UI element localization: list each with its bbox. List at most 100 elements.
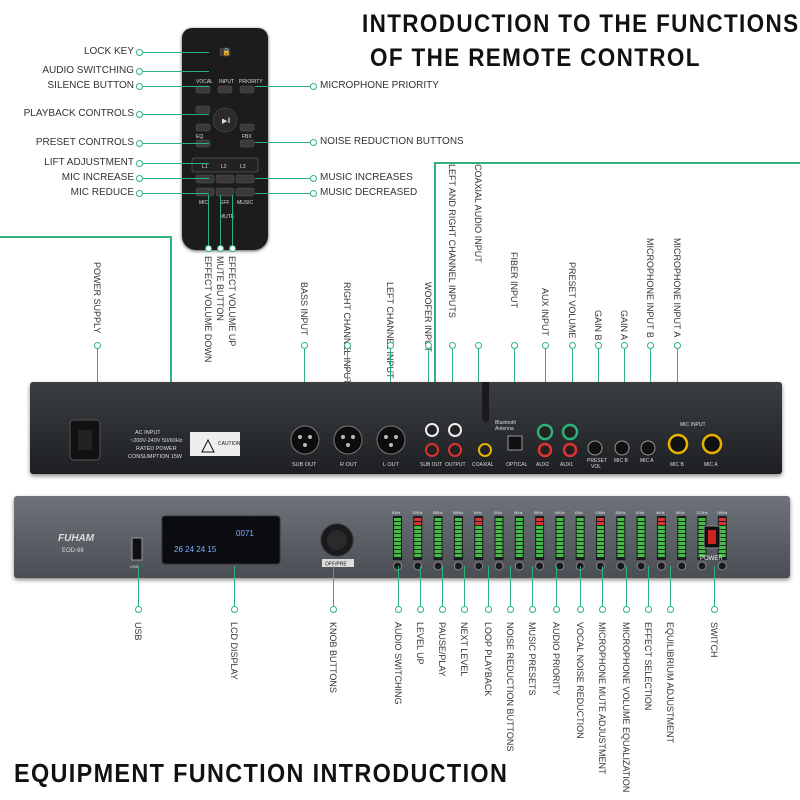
meter-segment	[434, 538, 442, 541]
meter-segment	[657, 530, 665, 533]
equipment-title: EQUIPMENT FUNCTION INTRODUCTION	[14, 758, 509, 788]
meter-segment	[637, 518, 645, 521]
meter-segment	[495, 530, 503, 533]
meter-button[interactable]	[535, 561, 545, 571]
rear-label: MICROPHONE INPUT A	[672, 238, 682, 338]
meter-segment	[698, 550, 706, 553]
meter-segment	[536, 546, 544, 549]
rear-panel-graphics: AC INPUT ~200V-240V 50/60Hz RATED POWER …	[69, 358, 723, 470]
callout-dot	[425, 342, 432, 349]
meter-button[interactable]	[656, 561, 666, 571]
meter-segment	[637, 526, 645, 529]
remote-eff-text: EFF	[220, 200, 229, 206]
callout-dot	[205, 245, 212, 252]
meter-segment	[597, 554, 604, 557]
meter-segment	[637, 534, 645, 537]
meter-button[interactable]	[514, 561, 524, 571]
rear-label: LEFT CHANNEL INPUT	[385, 282, 395, 379]
rear-label: RIGHT CHANNEL INPUT	[342, 282, 352, 385]
meter-button[interactable]	[596, 561, 605, 571]
meter-segment	[657, 542, 665, 545]
meter-segment	[515, 530, 523, 533]
meter-freq-label: 2KHz	[494, 511, 503, 515]
front-label: AUDIO SWITCHING	[393, 622, 403, 705]
meter-freq-label: 8KHz	[676, 511, 685, 515]
meter-segment	[657, 522, 665, 525]
callout-dot	[310, 175, 317, 182]
callout-dot	[449, 342, 456, 349]
meter-segment	[597, 546, 604, 549]
meter-button[interactable]	[474, 561, 484, 571]
meter-button[interactable]	[717, 561, 727, 571]
remote-label-left: AUDIO SWITCHING	[42, 65, 134, 76]
guide-line-left-v	[170, 236, 172, 384]
meter-freq-label: 250Hz	[433, 511, 443, 515]
remote-mic-text: MIC	[199, 200, 209, 206]
callout-line	[255, 193, 310, 194]
meter-segment	[536, 538, 544, 541]
meter-button[interactable]	[677, 561, 687, 571]
callout-line	[670, 566, 671, 608]
rear-coaxial: COAXIAL	[472, 462, 494, 468]
rear-aux2: AUX2	[536, 462, 549, 468]
meter-segment	[597, 550, 604, 553]
meter-button[interactable]	[616, 561, 626, 571]
meter-button[interactable]	[433, 561, 443, 571]
callout-line	[602, 566, 603, 608]
callout-dot	[542, 342, 549, 349]
meter-segment	[414, 534, 422, 537]
meter-button[interactable]	[494, 561, 504, 571]
usb-port[interactable]	[131, 537, 143, 561]
front-label: LEVEL UP	[415, 622, 425, 665]
meter-segment	[678, 538, 686, 541]
rear-label: WOOFER INPUT	[423, 282, 433, 352]
callout-dot	[569, 342, 576, 349]
front-label: MICROPHONE VOLUME EQUALIZATION	[621, 622, 631, 793]
remote-label-left: LIFT ADJUSTMENT	[44, 157, 134, 168]
meter-segment	[454, 526, 462, 529]
meter-segment	[536, 530, 544, 533]
meter-button[interactable]	[555, 561, 565, 571]
rear-rated: RATED POWER	[136, 446, 177, 452]
meter-button[interactable]	[636, 561, 646, 571]
callout-dot	[136, 190, 143, 197]
meter-segment	[657, 550, 665, 553]
remote-label-bottom: MUTE BUTTON	[215, 256, 225, 321]
meter-segment	[495, 518, 503, 521]
meter-segment	[576, 554, 584, 557]
callout-dot	[136, 83, 143, 90]
meter-segment	[637, 546, 645, 549]
remote-label-left: PRESET CONTROLS	[35, 137, 134, 148]
front-label: VOCAL NOISE REDUCTION	[575, 622, 585, 739]
meter-segment	[556, 518, 564, 521]
meter-segment	[576, 522, 584, 525]
front-label: EQUILIBRIUM ADJUSTMENT	[665, 622, 675, 744]
meter-segment	[678, 518, 686, 521]
meter-segment	[698, 534, 706, 537]
meter-segment	[718, 534, 726, 537]
callout-dot	[301, 342, 308, 349]
callout-line	[648, 566, 649, 608]
meter-segment	[637, 522, 645, 525]
callout-line	[420, 566, 421, 608]
meter-segment	[515, 538, 523, 541]
rear-vol: VOL	[591, 464, 601, 470]
meter-button[interactable]	[697, 561, 707, 571]
callout-line	[510, 566, 511, 608]
meter-segment	[414, 554, 422, 557]
front-usb-label: USB	[130, 564, 139, 569]
meter-button[interactable]	[413, 561, 423, 571]
front-panel: FUHAM EOD-66 USB 26 24 24 15 0071 OFF/PR…	[14, 496, 790, 578]
rear-sub-out-2: SUB OUT	[420, 462, 442, 468]
meter-segment	[414, 542, 422, 545]
meter-segment	[394, 538, 401, 541]
meter-button[interactable]	[393, 561, 402, 571]
meter-segment	[657, 554, 665, 557]
rear-aux1: AUX1	[560, 462, 573, 468]
front-label: MUSIC PRESETS	[527, 622, 537, 696]
callout-line	[143, 114, 209, 115]
rear-label: LEFT AND RIGHT CHANNEL INPUTS	[447, 164, 457, 318]
callout-line	[143, 163, 209, 164]
meter-button[interactable]	[453, 561, 463, 571]
callout-dot	[310, 139, 317, 146]
